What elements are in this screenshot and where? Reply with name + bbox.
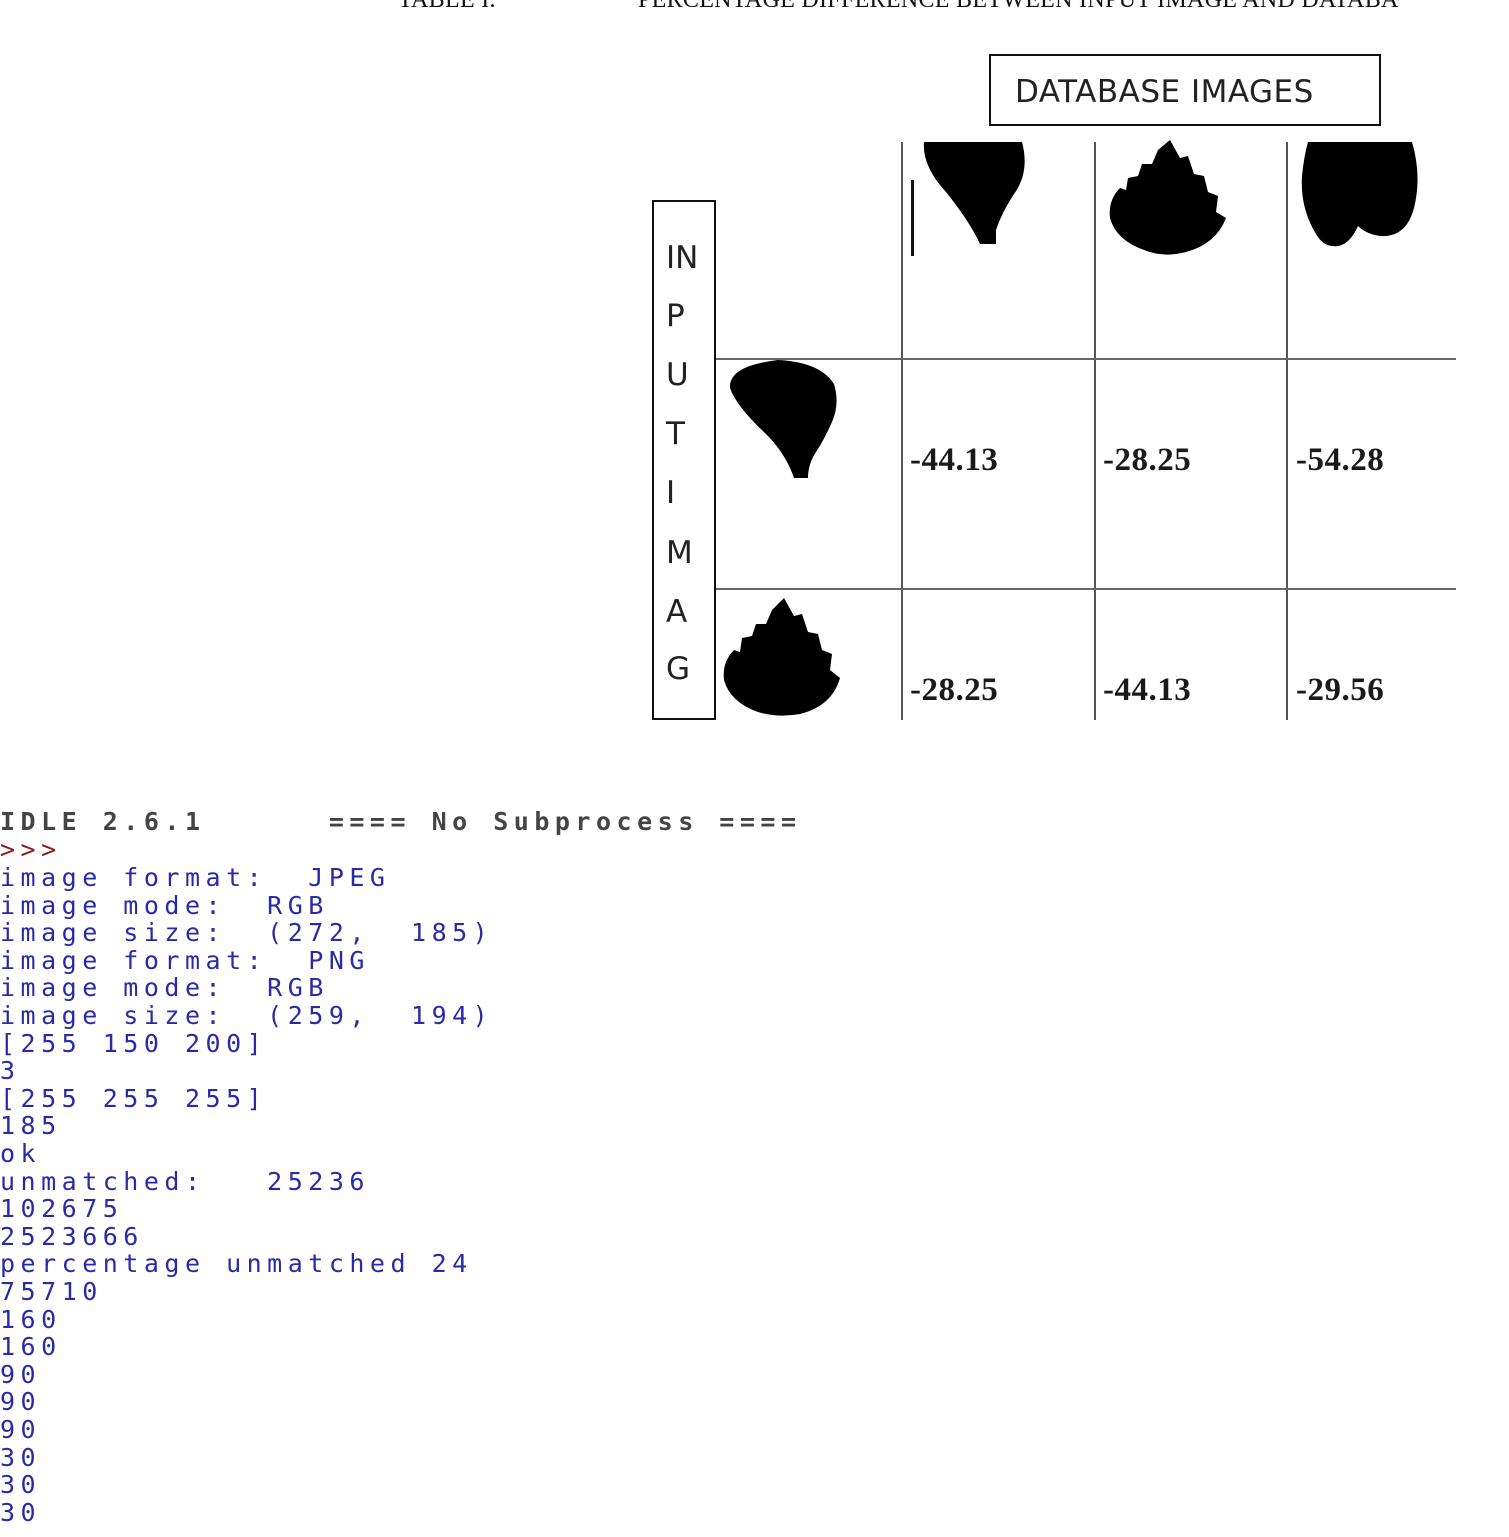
console-output-line: image mode: RGB	[0, 973, 329, 1003]
grid-line	[1094, 142, 1096, 720]
console-output-line: 90	[0, 1415, 42, 1444]
console-output-line: [255 255 255]	[0, 1083, 268, 1113]
database-leaf-3-image	[1301, 142, 1418, 247]
input-letter: I	[666, 475, 676, 511]
table-cell: -44.13	[910, 442, 999, 478]
input-letter: G	[666, 651, 691, 687]
idle-header: IDLE 2.6.1 ==== No Subprocess ====	[0, 807, 802, 836]
console-output-line: 160	[0, 1304, 62, 1334]
input-letter: P	[666, 298, 685, 334]
input-letter: IN	[666, 240, 699, 276]
table-cell: -29.56	[1296, 672, 1385, 708]
console-output-line: image size: (259, 194)	[0, 1001, 494, 1030]
table-cell: -28.25	[910, 672, 999, 708]
comparison-table: DATABASE IMAGES IN P U T I M A G -44.13 …	[0, 0, 1509, 740]
console-output-line: 185	[0, 1111, 62, 1141]
console-output-line: image format: JPEG	[0, 863, 391, 892]
console-output-line: 90	[0, 1387, 42, 1417]
input-letter: A	[666, 594, 688, 630]
input-leaf-2-image	[723, 598, 840, 716]
table-label: TABLE I.	[398, 0, 496, 13]
table-cell: -54.28	[1296, 442, 1385, 478]
table-caption: TABLE I. PERCENTAGE DIFFERENCE BETWEEN IN…	[398, 0, 1399, 14]
idle-prompt: >>>	[0, 835, 62, 864]
input-letter: M	[666, 535, 693, 571]
console-output-line: 75710	[0, 1277, 103, 1306]
console-output-line: 102675	[0, 1194, 124, 1224]
console-output-line: 90	[0, 1359, 42, 1389]
console-output-line: 3	[0, 1056, 21, 1086]
console-output-line: 30	[0, 1442, 42, 1472]
database-images-header: DATABASE IMAGES	[989, 54, 1381, 126]
console-output-line: image mode: RGB	[0, 890, 329, 920]
input-letter: U	[666, 357, 689, 393]
input-leaf-1-image	[729, 360, 837, 478]
console-output-line: 30	[0, 1470, 42, 1500]
grid-line	[716, 588, 1456, 590]
table-cell: -28.25	[1103, 442, 1192, 478]
console-output-line: [255 150 200]	[0, 1028, 268, 1058]
input-image-header: IN P U T I M A G	[652, 200, 716, 720]
input-letter: T	[666, 416, 685, 452]
console-output-line: ok	[0, 1139, 42, 1168]
console-output-line: image format: PNG	[0, 945, 370, 975]
table-cell: -44.13	[1103, 672, 1192, 708]
console-output-line: percentage unmatched 24	[0, 1249, 473, 1279]
cursor-mark	[911, 180, 914, 256]
table-title: PERCENTAGE DIFFERENCE BETWEEN INPUT IMAG…	[638, 0, 1399, 13]
database-leaf-2-image	[1109, 140, 1226, 255]
grid-line	[901, 142, 903, 720]
console-output-line: image size: (272, 185)	[0, 918, 494, 948]
database-leaf-1-image	[923, 142, 1025, 244]
grid-line	[716, 358, 1456, 360]
grid-line	[1286, 142, 1288, 720]
console-output-line: 30	[0, 1497, 42, 1527]
console-output-line: 2523666	[0, 1221, 144, 1251]
console-output-line: 160	[0, 1332, 62, 1362]
console-output-line: unmatched: 25236	[0, 1166, 370, 1196]
